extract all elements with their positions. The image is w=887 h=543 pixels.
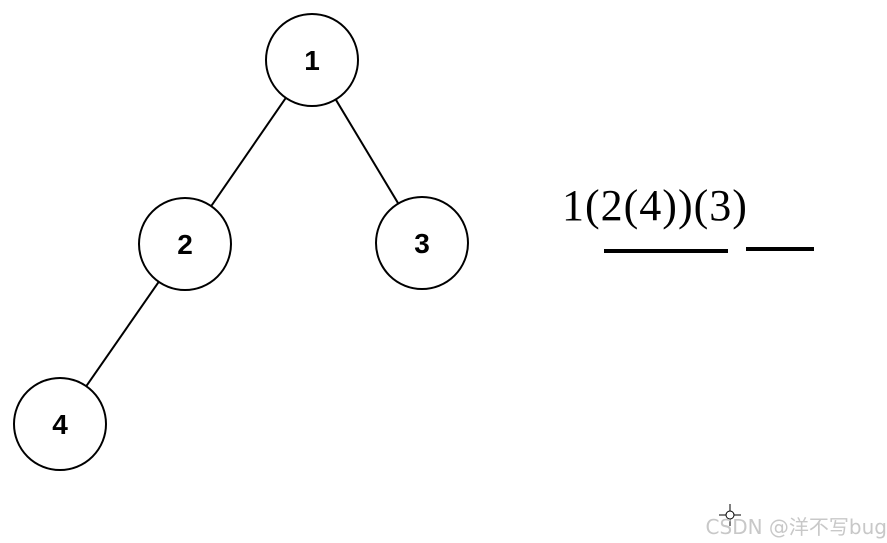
tree-node-3: 3 xyxy=(375,196,469,290)
edge-1-2 xyxy=(210,97,287,207)
tree-nodes: 1 2 3 4 xyxy=(13,13,469,471)
edge-1-3 xyxy=(334,98,400,205)
tree-edges xyxy=(85,97,400,387)
tree-node-4: 4 xyxy=(13,377,107,471)
underline-right-subtree xyxy=(746,247,814,251)
tree-node-2: 2 xyxy=(138,197,232,291)
crosshair-cursor-icon xyxy=(719,504,741,526)
edge-2-4 xyxy=(85,281,160,387)
tree-node-1: 1 xyxy=(265,13,359,107)
node-label: 3 xyxy=(414,228,430,259)
watermark-text: CSDN @洋不写bug xyxy=(705,515,887,539)
node-label: 1 xyxy=(304,45,320,76)
node-circle xyxy=(13,377,107,471)
node-circle xyxy=(138,197,232,291)
node-circle xyxy=(375,196,469,290)
bracket-expression: 1(2(4))(3) xyxy=(562,181,748,230)
node-label: 2 xyxy=(177,229,193,260)
node-circle xyxy=(265,13,359,107)
node-label: 4 xyxy=(52,409,68,440)
underline-left-subtree xyxy=(604,249,728,253)
